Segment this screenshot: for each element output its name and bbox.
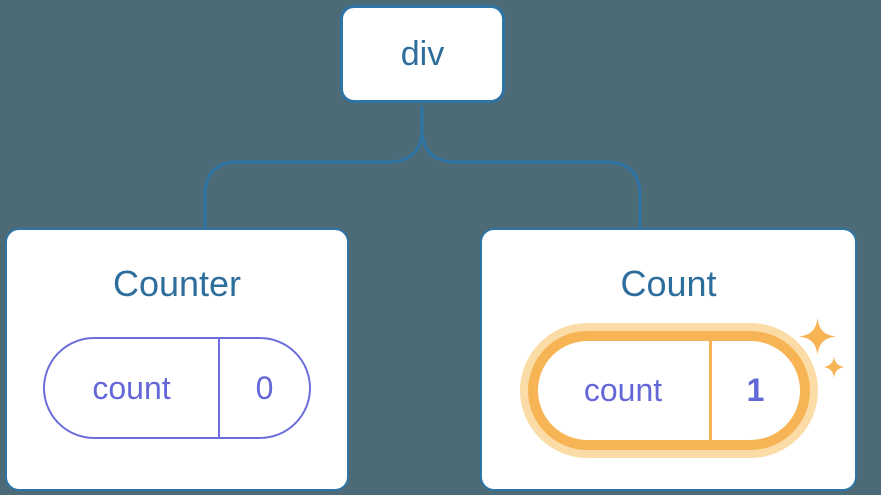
component-card-counter: Counter count 0 <box>5 228 349 491</box>
sparkle-small <box>823 356 845 378</box>
component-card-count: Count count 1 <box>480 228 857 491</box>
sparkle-icon <box>799 318 845 378</box>
state-pill-divider <box>218 339 220 438</box>
tree-edge-right <box>420 105 642 229</box>
component-title: Counter <box>112 263 242 304</box>
state-pill: count 0 <box>43 337 311 440</box>
state-name: count <box>92 369 171 406</box>
state-name: count <box>583 372 663 409</box>
state-value: 0 <box>255 369 274 406</box>
root-node-label: div <box>400 34 445 73</box>
state-pill-highlighted: count 1 <box>527 331 810 451</box>
sparkle-large <box>799 318 836 355</box>
component-title: Count <box>620 263 717 304</box>
root-node-div: div <box>340 5 505 103</box>
state-pill-divider <box>708 341 712 441</box>
state-value: 1 <box>746 372 765 409</box>
tree-edge-left <box>203 105 424 229</box>
